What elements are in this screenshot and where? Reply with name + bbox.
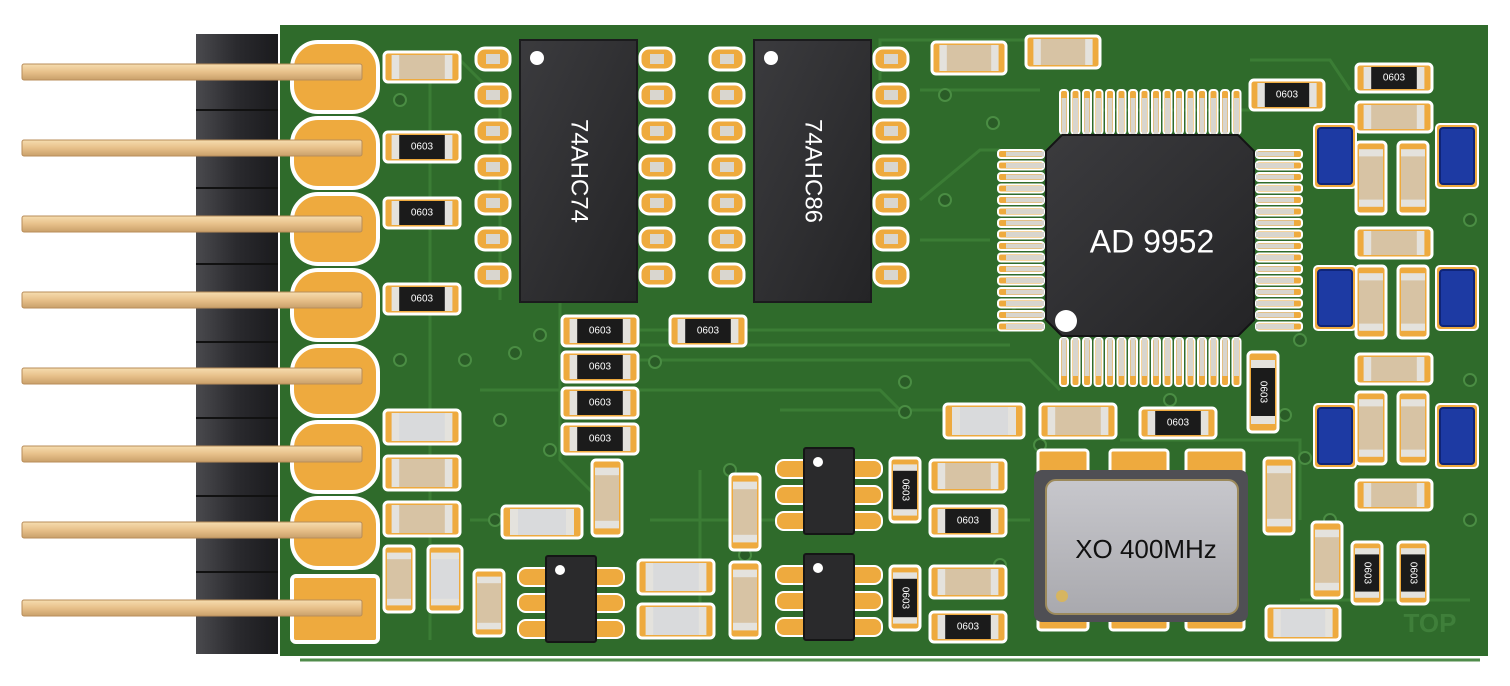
passive-component [728,560,762,640]
resistor-marking: 0603 [899,587,910,610]
passive-component [942,402,1026,440]
passive-component [1262,456,1296,536]
passive-component: 0603 [888,564,922,632]
passive-component [1396,140,1430,216]
passive-component: 0603 [382,196,462,230]
passive-component [636,558,716,596]
pin-header [196,34,278,654]
passive-component [382,544,416,614]
passive-component: 0603 [668,314,748,348]
oscillator-xo: XO 400MHz [1034,448,1248,632]
ic-label-74ahc74: 74AHC74 [566,119,593,223]
passive-component [590,458,624,538]
ic-label-ad9952: AD 9952 [1090,223,1215,259]
resistor-marking: 0603 [1361,562,1372,585]
passive-component [928,458,1008,494]
passive-component: 0603 [1350,540,1384,606]
header-pins [21,63,363,617]
passive-component [1310,520,1344,600]
passive-component: 0603 [928,610,1008,644]
resistor-marking: 0603 [1383,73,1406,84]
resistor-marking: 0603 [1167,418,1190,429]
passive-component [1354,478,1434,512]
passive-component: 0603 [1246,350,1280,434]
passive-component [1354,226,1434,260]
passive-component [1396,390,1430,466]
vias [393,88,1477,572]
resistor-marking: 0603 [589,326,612,337]
passive-component: 0603 [560,422,640,456]
passive-component: 0603 [1354,62,1434,94]
passive-component: 0603 [382,130,462,164]
silkscreen-top: TOP [1404,608,1457,638]
small-ics [517,447,883,643]
ic-74ahc86: 74AHC86 [708,39,910,303]
ic-label-oscillator: XO 400MHz [1075,534,1217,564]
passive-component [1354,100,1434,134]
passive-component: 0603 [560,386,640,420]
passive-component [472,568,506,638]
passive-component [1264,604,1342,642]
passive-component: 0603 [560,350,640,384]
resistor-marking: 0603 [1407,562,1418,585]
resistor-marking: 0603 [1276,90,1299,101]
resistor-marking: 0603 [589,434,612,445]
passive-component [636,602,716,640]
sot-ic [775,553,883,641]
resistor-marking: 0603 [957,622,980,633]
sot-ic [517,555,625,643]
passive-component [1038,402,1118,440]
sot-ic [775,447,883,535]
resistor-marking: 0603 [411,208,434,219]
passive-component [1354,352,1434,386]
blue-inductors [1313,123,1479,469]
resistor-marking: 0603 [899,479,910,502]
passive-component [1354,264,1388,340]
passive-component [1024,34,1102,70]
resistor-marking: 0603 [411,294,434,305]
resistor-marking: 0603 [697,326,720,337]
passive-component [382,454,462,492]
passive-component [1354,390,1388,466]
passive-component: 0603 [560,314,640,348]
ic-label-74ahc86: 74AHC86 [800,119,827,223]
resistor-marking: 0603 [1257,381,1268,404]
passive-component: 0603 [1248,78,1326,112]
passive-component [382,50,462,84]
passive-component [426,544,464,614]
passive-components: 0603 0603 0603 0603 0603 0603 0603 0603 0603 0603… [382,34,1434,644]
passive-component [382,500,462,538]
passive-component [928,564,1008,600]
passive-component: 0603 [1396,540,1430,606]
passive-component [1354,140,1388,216]
passive-component: 0603 [928,504,1008,538]
passive-component [728,472,762,552]
passive-component [930,40,1008,76]
resistor-marking: 0603 [589,398,612,409]
ic-74ahc74: 74AHC74 [474,39,676,303]
resistor-marking: 0603 [589,362,612,373]
passive-component: 0603 [1138,406,1218,440]
passive-component [500,504,584,540]
ic-ad9952: AD 9952 [997,89,1303,387]
passive-component [382,408,462,446]
passive-component: 0603 [888,456,922,524]
header-housing [196,34,278,654]
resistor-marking: 0603 [957,516,980,527]
passive-component: 0603 [382,282,462,316]
passive-component [1396,264,1430,340]
resistor-marking: 0603 [411,142,434,153]
